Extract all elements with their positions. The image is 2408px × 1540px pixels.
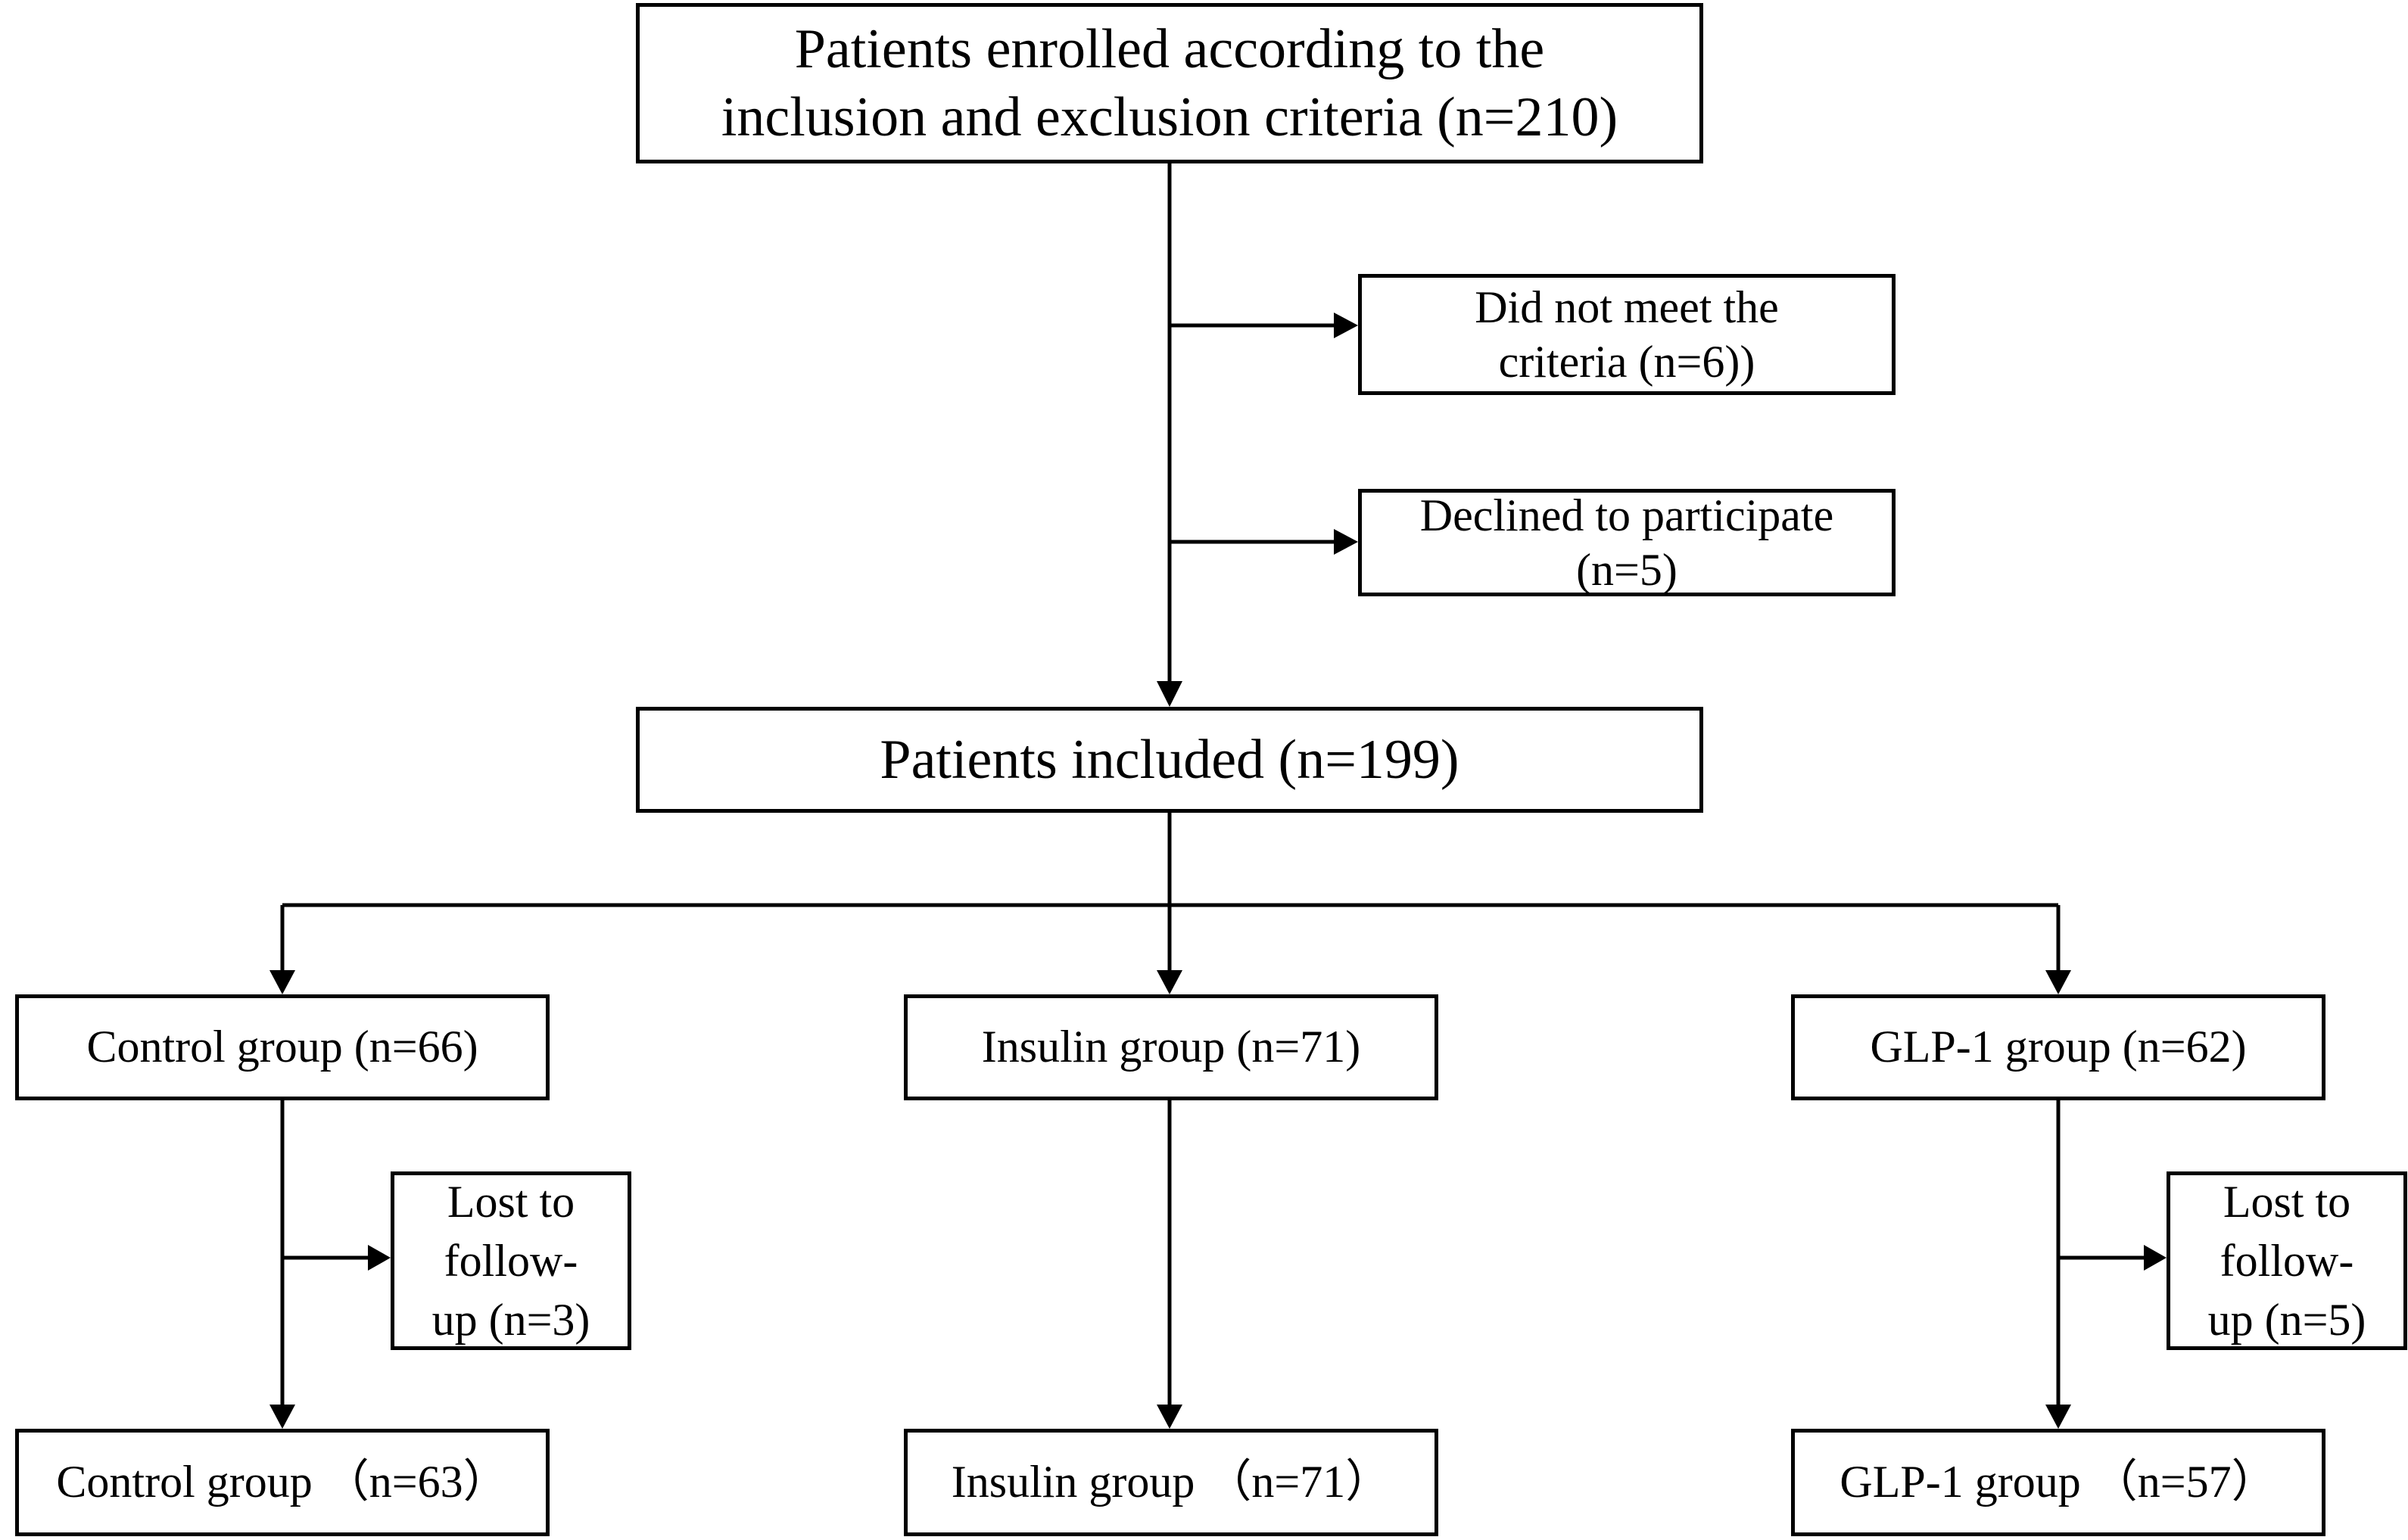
lost-glp1-line-2: follow- bbox=[2220, 1236, 2354, 1286]
enrolled-line-2: inclusion and exclusion criteria (n=210) bbox=[721, 86, 1618, 148]
insulin-group-initial-box: Insulin group (n=71) bbox=[904, 994, 1438, 1100]
declined-line-1: Declined to participate bbox=[1419, 490, 1834, 540]
glp1-group-initial-box: GLP-1 group (n=62) bbox=[1791, 994, 2325, 1100]
lost-glp1-line-1: Lost to bbox=[2223, 1177, 2351, 1227]
arrowhead-insulin-2 bbox=[1157, 1405, 1182, 1429]
insulin-group-final-label: Insulin group （n=71） bbox=[951, 1457, 1391, 1507]
arrowhead-included bbox=[1157, 681, 1182, 707]
glp1-group-final-label: GLP-1 group （n=57） bbox=[1839, 1457, 2277, 1507]
arrowhead-control-1 bbox=[269, 970, 295, 994]
included-label: Patients included (n=199) bbox=[880, 728, 1459, 791]
arrowhead-lost-control bbox=[368, 1245, 391, 1271]
enrolled-line-1: Patients enrolled according to the bbox=[794, 17, 1545, 80]
did-not-meet-box: Did not meet the criteria (n=6)) bbox=[1358, 274, 1896, 395]
arrowhead-glp1-2 bbox=[2045, 1405, 2071, 1429]
did-not-meet-line-1: Did not meet the bbox=[1475, 282, 1779, 332]
enrolled-box: Patients enrolled according to the inclu… bbox=[636, 3, 1703, 163]
lost-control-line-2: follow- bbox=[444, 1236, 578, 1286]
control-group-initial-box: Control group (n=66) bbox=[15, 994, 550, 1100]
did-not-meet-line-2: criteria (n=6)) bbox=[1498, 337, 1755, 387]
lost-to-follow-up-glp1-box: Lost to follow- up (n=5) bbox=[2167, 1171, 2407, 1350]
arrowhead-insulin-1 bbox=[1157, 970, 1182, 994]
control-group-final-box: Control group （n=63） bbox=[15, 1429, 550, 1536]
control-group-initial-label: Control group (n=66) bbox=[86, 1022, 478, 1072]
arrowhead-did-not-meet bbox=[1334, 313, 1358, 338]
lost-control-line-3: up (n=3) bbox=[431, 1295, 590, 1345]
lost-glp1-line-3: up (n=5) bbox=[2207, 1295, 2366, 1345]
control-group-final-label: Control group （n=63） bbox=[56, 1457, 509, 1507]
arrowhead-glp1-1 bbox=[2045, 970, 2071, 994]
arrowhead-lost-glp1 bbox=[2144, 1245, 2167, 1271]
arrowhead-control-2 bbox=[269, 1405, 295, 1429]
declined-box: Declined to participate (n=5) bbox=[1358, 489, 1896, 596]
lost-control-line-1: Lost to bbox=[447, 1177, 575, 1227]
glp1-group-initial-label: GLP-1 group (n=62) bbox=[1870, 1022, 2247, 1072]
glp1-group-final-box: GLP-1 group （n=57） bbox=[1791, 1429, 2325, 1536]
lost-to-follow-up-control-box: Lost to follow- up (n=3) bbox=[391, 1171, 631, 1350]
insulin-group-final-box: Insulin group （n=71） bbox=[904, 1429, 1438, 1536]
included-box: Patients included (n=199) bbox=[636, 707, 1703, 813]
arrowhead-declined bbox=[1334, 529, 1358, 555]
declined-line-2: (n=5) bbox=[1576, 545, 1678, 595]
insulin-group-initial-label: Insulin group (n=71) bbox=[981, 1022, 1361, 1072]
